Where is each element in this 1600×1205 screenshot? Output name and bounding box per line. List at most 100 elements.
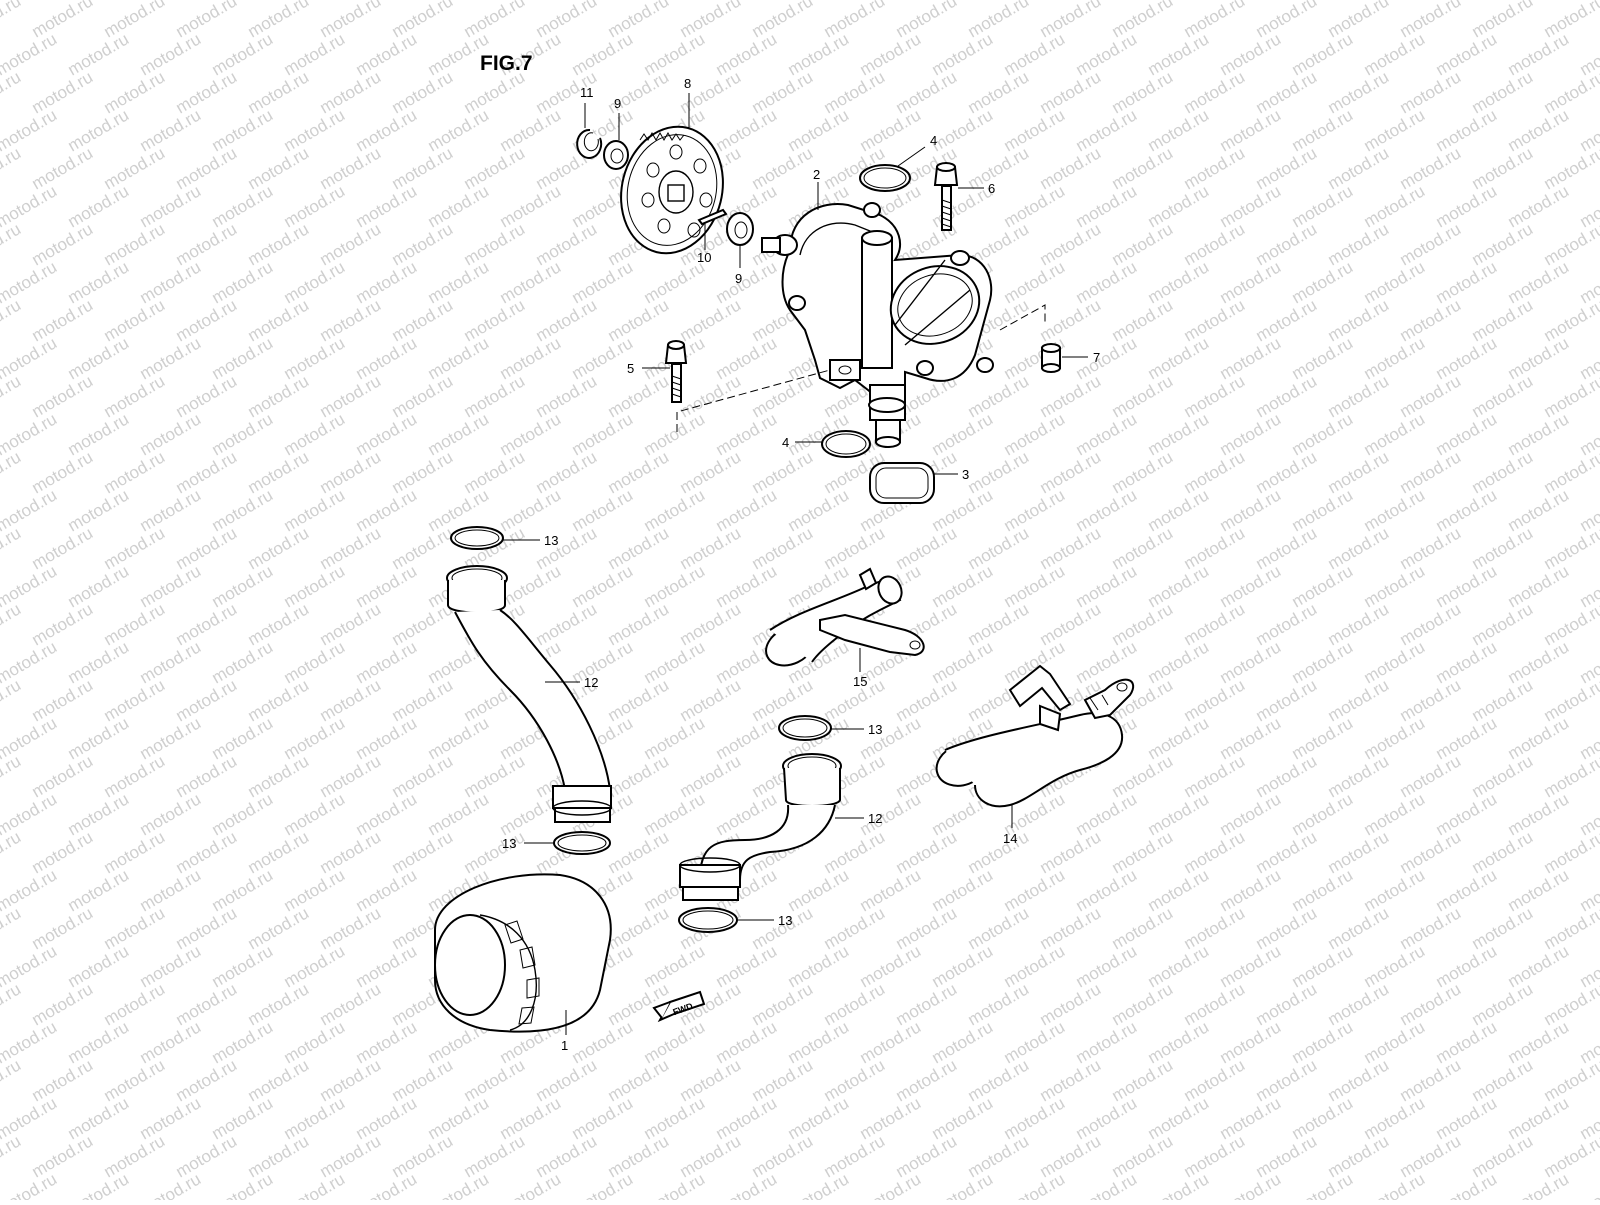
watermark-text: motod.ru [137,865,205,915]
watermark-text: motod.ru [1073,181,1141,231]
watermark-text: motod.ru [1433,1017,1501,1067]
watermark-text: motod.ru [389,675,457,725]
watermark-text: motod.ru [137,637,205,687]
watermark-text: motod.ru [1289,1017,1357,1067]
watermark-text: motod.ru [713,1017,781,1067]
watermark-text: motod.ru [1469,675,1537,725]
watermark-text: motod.ru [1037,143,1105,193]
watermark-text: motod.ru [29,599,97,649]
watermark-text: motod.ru [389,371,457,421]
watermark-text: motod.ru [785,105,853,155]
watermark-text: motod.ru [209,409,277,459]
watermark-text: motod.ru [353,29,421,79]
watermark-text: motod.ru [1469,1055,1537,1105]
watermark-text: motod.ru [1217,1017,1285,1067]
watermark-text: motod.ru [29,67,97,117]
watermark-text: motod.ru [425,409,493,459]
watermark-text: motod.ru [893,979,961,1029]
watermark-text: motod.ru [497,1169,565,1200]
callout-11: 11 [580,85,594,100]
watermark-text: motod.ru [1325,599,1393,649]
watermark-text: motod.ru [353,1017,421,1067]
watermark-text: motod.ru [281,181,349,231]
watermark-text: motod.ru [1109,599,1177,649]
watermark-text: motod.ru [1433,713,1501,763]
watermark-text: motod.ru [1505,485,1573,535]
watermark-text: motod.ru [1361,333,1429,383]
watermark-text: motod.ru [1037,67,1105,117]
watermark-text: motod.ru [281,333,349,383]
watermark-text: motod.ru [605,447,673,497]
watermark-text: motod.ru [209,1169,277,1200]
watermark-text: motod.ru [929,409,997,459]
watermark-text: motod.ru [137,485,205,535]
figure-title: FIG.7 [480,52,533,75]
watermark-text: motod.ru [1361,1169,1429,1200]
watermark-text: motod.ru [1433,409,1501,459]
part-2-oil-pump [762,203,993,447]
watermark-text: motod.ru [1253,903,1321,953]
watermark-text: motod.ru [101,751,169,801]
watermark-text: motod.ru [677,599,745,649]
watermark-text: motod.ru [173,1055,241,1105]
watermark-text: motod.ru [0,143,24,193]
watermark-text: motod.ru [317,599,385,649]
watermark-text: motod.ru [1181,523,1249,573]
watermark-text: motod.ru [1109,219,1177,269]
watermark-text: motod.ru [425,1169,493,1200]
watermark-text: motod.ru [641,1093,709,1143]
watermark-text: motod.ru [1217,637,1285,687]
watermark-text: motod.ru [1469,143,1537,193]
watermark-text: motod.ru [821,523,889,573]
watermark-text: motod.ru [569,561,637,611]
watermark-text: motod.ru [101,143,169,193]
watermark-text: motod.ru [317,1055,385,1105]
watermark-text: motod.ru [137,181,205,231]
watermark-text: motod.ru [317,371,385,421]
watermark-text: motod.ru [1253,1055,1321,1105]
watermark-text: motod.ru [1109,1131,1177,1181]
watermark-text: motod.ru [1325,143,1393,193]
watermark-text: motod.ru [929,181,997,231]
watermark-text: motod.ru [245,219,313,269]
watermark-text: motod.ru [1181,827,1249,877]
watermark-text: motod.ru [137,1093,205,1143]
watermark-text: motod.ru [1001,1017,1069,1067]
watermark-text: motod.ru [1541,827,1600,877]
watermark-text: motod.ru [173,827,241,877]
watermark-text: motod.ru [245,1131,313,1181]
watermark-text: motod.ru [1181,143,1249,193]
watermark-text: motod.ru [857,1093,925,1143]
watermark-text: motod.ru [1073,789,1141,839]
watermark-text: motod.ru [1073,1093,1141,1143]
watermark-text: motod.ru [605,675,673,725]
watermark-text: motod.ru [1541,219,1600,269]
watermark-text: motod.ru [785,1093,853,1143]
watermark-text: motod.ru [209,941,277,991]
watermark-text: motod.ru [1469,751,1537,801]
watermark-text: motod.ru [605,523,673,573]
watermark-text: motod.ru [1181,675,1249,725]
watermark-text: motod.ru [209,485,277,535]
callout-8: 8 [684,76,691,91]
watermark-text: motod.ru [1109,903,1177,953]
watermark-text: motod.ru [461,371,529,421]
watermark-text: motod.ru [281,1093,349,1143]
watermark-text: motod.ru [1325,371,1393,421]
watermark-text: motod.ru [245,751,313,801]
watermark-text: motod.ru [317,903,385,953]
watermark-text: motod.ru [101,67,169,117]
watermark-text: motod.ru [101,903,169,953]
watermark-text: motod.ru [173,599,241,649]
watermark-text: motod.ru [965,599,1033,649]
watermark-text: motod.ru [101,371,169,421]
watermark-text: motod.ru [1505,333,1573,383]
watermark-text: motod.ru [389,1055,457,1105]
watermark-text: motod.ru [1289,561,1357,611]
watermark-text: motod.ru [1361,1093,1429,1143]
watermark-text: motod.ru [1505,941,1573,991]
watermark-text: motod.ru [1217,105,1285,155]
watermark-text: motod.ru [605,295,673,345]
watermark-text: motod.ru [353,1093,421,1143]
watermark-text: motod.ru [1325,295,1393,345]
